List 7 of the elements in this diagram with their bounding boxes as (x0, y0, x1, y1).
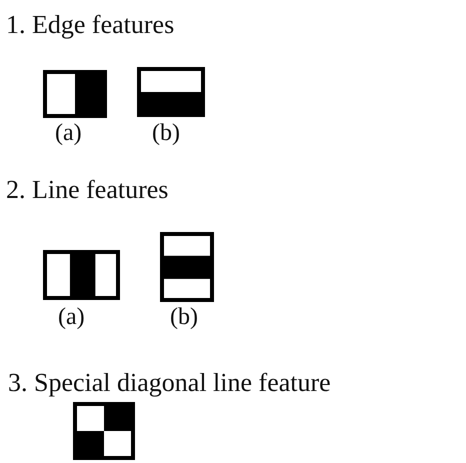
feature-caption: (a) (55, 120, 82, 146)
feature-caption: (b) (152, 120, 180, 146)
section-heading: 1. Edge features (6, 10, 174, 40)
section-heading: 3. Special diagonal line feature (8, 368, 331, 398)
feature-caption: (a) (58, 304, 85, 330)
section-heading: 2. Line features (6, 175, 168, 205)
feature-caption: (b) (170, 304, 198, 330)
